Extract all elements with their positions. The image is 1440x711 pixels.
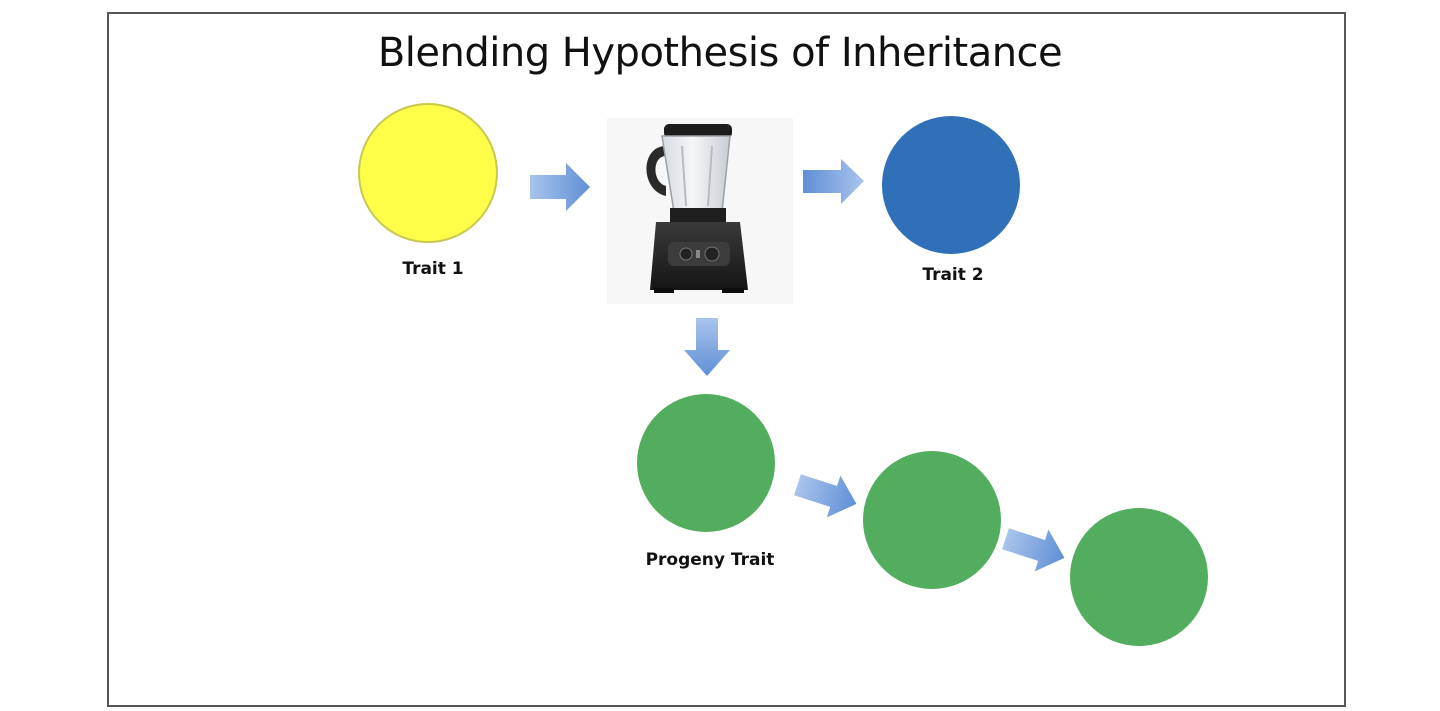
diagram-title: Blending Hypothesis of Inheritance <box>377 30 1063 76</box>
progeny-circle <box>637 394 775 532</box>
arrow-diagonal-icon <box>794 474 857 518</box>
trait2-circle <box>882 116 1020 254</box>
arrow-down-icon <box>684 318 730 376</box>
arrow-diagonal-icon <box>1002 528 1065 572</box>
progeny-trait-label: Progeny Trait <box>645 550 775 570</box>
trait2-label: Trait 2 <box>922 265 984 285</box>
trait1-circle <box>358 103 498 243</box>
trait1-label: Trait 1 <box>402 259 464 279</box>
arrow-right-icon <box>530 163 590 211</box>
arrow-left-icon <box>803 159 864 204</box>
blender-icon <box>607 118 793 304</box>
generation2-circle <box>863 451 1001 589</box>
generation3-circle <box>1070 508 1208 646</box>
